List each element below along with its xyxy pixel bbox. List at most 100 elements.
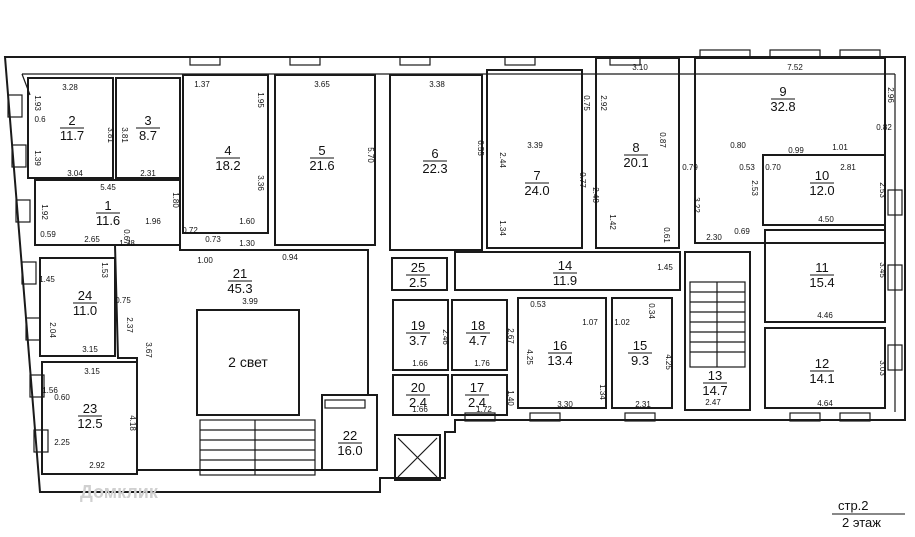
dimension-label: 0.75 <box>582 95 591 111</box>
dimension-label: 1.00 <box>197 256 213 265</box>
room-area: 2.4 <box>468 395 486 410</box>
dimension-label: 2.31 <box>635 400 651 409</box>
dimension-label: 3.81 <box>106 127 115 143</box>
dimension-label: 1.07 <box>582 318 598 327</box>
room-area: 16.0 <box>337 443 362 458</box>
dimension-label: 2.44 <box>498 152 507 168</box>
room-area: 12.5 <box>77 416 102 431</box>
dimension-label: 1.30 <box>239 239 255 248</box>
room-number: 16 <box>553 338 567 353</box>
shaft-cross <box>397 437 438 478</box>
dimension-label: 4.25 <box>525 349 534 365</box>
dimension-label: 7.52 <box>787 63 803 72</box>
dimension-label: 1.45 <box>39 275 55 284</box>
room-area: 45.3 <box>227 281 252 296</box>
dimension-label: 1.72 <box>476 405 492 414</box>
dimension-label: 3.10 <box>632 63 648 72</box>
dimension-label: 2.65 <box>84 235 100 244</box>
sheet-floor: 2 этаж <box>842 515 881 530</box>
dimension-label: 3.99 <box>242 297 258 306</box>
dimension-label: 0.70 <box>765 163 781 172</box>
room-number: 12 <box>815 356 829 371</box>
dimension-label: 6.55 <box>476 140 485 156</box>
room-number: 24 <box>78 288 92 303</box>
dimension-label: 3.38 <box>429 80 445 89</box>
room-number: 25 <box>411 260 425 275</box>
room-number: 11 <box>815 260 829 275</box>
room-area: 21.6 <box>309 158 334 173</box>
dimension-label: 2.30 <box>706 233 722 242</box>
dimension-label: 0.61 <box>662 227 671 243</box>
dimension-label: 2.81 <box>840 163 856 172</box>
dimension-label: 0.82 <box>876 123 892 132</box>
dimension-label: 1.45 <box>657 263 673 272</box>
room-number: 19 <box>411 318 425 333</box>
room-number: 9 <box>779 84 786 99</box>
dimension-label: 4.18 <box>128 415 137 431</box>
room-area: 11.0 <box>73 303 97 318</box>
dimension-label: 0.69 <box>734 227 750 236</box>
dimension-label: 3.81 <box>120 127 129 143</box>
dimension-label: 2.92 <box>89 461 105 470</box>
room-area: 18.2 <box>215 158 240 173</box>
room-number: 1 <box>104 198 111 213</box>
room-area: 32.8 <box>770 99 795 114</box>
dimension-label: 3.39 <box>527 141 543 150</box>
dimension-label: 2.53 <box>878 182 887 198</box>
dimension-label: 1.01 <box>832 143 848 152</box>
room-area: 14.1 <box>809 371 834 386</box>
windows-right <box>887 189 903 371</box>
room-number: 6 <box>431 146 438 161</box>
room-number: 10 <box>815 168 829 183</box>
dimension-label: 2.67 <box>506 328 515 344</box>
dimension-label: 0.99 <box>788 146 804 155</box>
dimension-label: 1.78 <box>119 239 135 248</box>
dimension-label: 0.94 <box>282 253 298 262</box>
room-number: 5 <box>318 143 325 158</box>
dimension-label: 1.80 <box>171 192 180 208</box>
room-area: 11.7 <box>60 128 84 143</box>
room-area: 2.5 <box>409 275 427 290</box>
room-area: 20.1 <box>623 155 648 170</box>
dimension-label: 1.02 <box>614 318 630 327</box>
room-number: 2 <box>68 113 75 128</box>
room-number: 3 <box>144 113 151 128</box>
room-area: 22.3 <box>422 161 447 176</box>
dimension-label: 2.48 <box>591 187 600 203</box>
dimension-label: 1.92 <box>40 204 49 220</box>
dimension-label: 2.47 <box>705 398 721 407</box>
dimension-label: 0.77 <box>578 172 587 188</box>
room-number: 21 <box>233 266 247 281</box>
room-number: 13 <box>708 368 722 383</box>
room-number: 4 <box>224 143 231 158</box>
room-number: 14 <box>558 258 572 273</box>
dimension-label: 3.22 <box>692 197 701 213</box>
dimension-label: 3.28 <box>62 83 78 92</box>
dimension-label: 0.75 <box>115 296 131 305</box>
dimension-label: 1.66 <box>412 359 428 368</box>
dimension-label: 2.37 <box>125 317 134 333</box>
dimension-label: 0.59 <box>40 230 56 239</box>
dimension-label: 0.34 <box>647 303 656 319</box>
room-number: 17 <box>470 380 484 395</box>
room-number: 15 <box>633 338 647 353</box>
dimension-label: 4.46 <box>817 311 833 320</box>
room-area: 2.4 <box>409 395 427 410</box>
stairs-21 <box>199 419 316 476</box>
room-number: 23 <box>83 401 97 416</box>
dimension-label: 0.80 <box>730 141 746 150</box>
room-number: 18 <box>471 318 485 333</box>
room-area: 3.7 <box>409 333 427 348</box>
dimension-label: 3.15 <box>82 345 98 354</box>
dimension-label: 1.37 <box>194 80 210 89</box>
room-area: 15.4 <box>809 275 834 290</box>
room-walls <box>27 57 886 481</box>
room-area: 24.0 <box>524 183 549 198</box>
dimension-label: 2.53 <box>750 180 759 196</box>
dimension-label: 3.04 <box>67 169 83 178</box>
dimension-label: 0.79 <box>682 163 698 172</box>
dimension-label: 4.25 <box>664 354 673 370</box>
